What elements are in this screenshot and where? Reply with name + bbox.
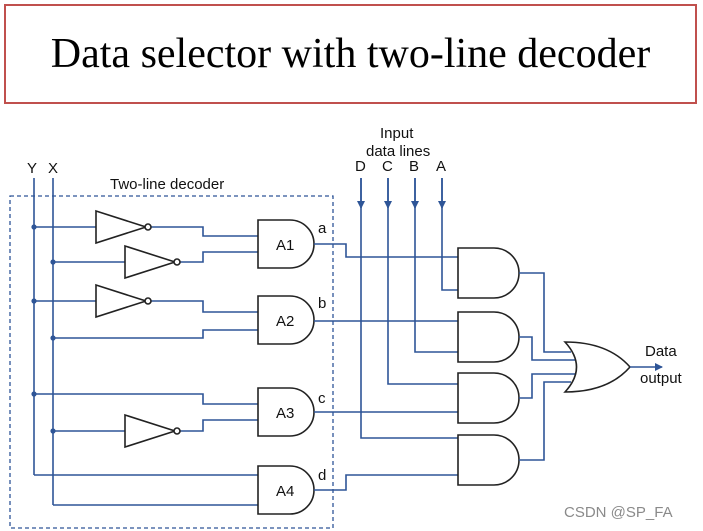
wire-inv3-a2 — [150, 300, 258, 313]
input-label-y: Y — [27, 160, 37, 177]
and-gate-select-2 — [457, 311, 520, 363]
junction-dot — [50, 428, 56, 434]
watermark: CSDN @SP_FA — [564, 504, 673, 521]
data-line-label-c: C — [382, 158, 393, 175]
and-gate-select-4 — [457, 434, 520, 486]
decoder-output-label-d: d — [318, 467, 326, 484]
wire-inv4-a3 — [180, 419, 258, 432]
data-line-b — [414, 178, 458, 353]
data-line-c — [387, 178, 458, 385]
title-box: Data selector with two-line decoder — [4, 4, 697, 104]
wire-d-g4 — [314, 474, 458, 491]
output-label-top: Data — [645, 343, 677, 360]
and-gate-a1 — [257, 219, 315, 269]
gate-label-a2: A2 — [276, 313, 294, 330]
wire-inv1-a1 — [150, 226, 258, 237]
data-line-label-a: A — [436, 158, 446, 175]
data-line-label-d: D — [355, 158, 366, 175]
data-lines-label-bottom: data lines — [366, 143, 430, 160]
data-line-label-b: B — [409, 158, 419, 175]
or-gate — [563, 341, 632, 393]
inverter-gate — [124, 413, 181, 449]
decoder-label: Two-line decoder — [110, 176, 224, 193]
gate-label-a1: A1 — [276, 237, 294, 254]
wire-x-a2 — [53, 329, 258, 339]
data-line-a — [441, 178, 458, 291]
output-label-bottom: output — [640, 370, 683, 387]
decoder-output-label-a: a — [318, 220, 327, 237]
data-lines-label-top: Input — [380, 125, 414, 142]
and-gate-select-3 — [457, 372, 520, 424]
diagram-title: Data selector with two-line decoder — [50, 31, 651, 77]
inverter-gate — [95, 209, 152, 245]
data-line-d — [360, 178, 458, 439]
junction-dot — [50, 259, 56, 265]
decoder-output-label-b: b — [318, 295, 326, 312]
gate-label-a4: A4 — [276, 483, 294, 500]
and-gate-a3 — [257, 387, 315, 437]
input-label-x: X — [48, 160, 58, 177]
wire-g3-or — [519, 373, 575, 399]
inverter-gate — [124, 244, 181, 280]
wire-y-a3 — [34, 393, 258, 405]
gate-label-a3: A3 — [276, 405, 294, 422]
junction-dot — [31, 391, 37, 397]
decoder-box — [9, 195, 334, 529]
and-gate-a4 — [257, 465, 315, 515]
junction-dot — [31, 298, 37, 304]
wire-a-g1 — [314, 243, 458, 258]
and-gate-select-1 — [457, 247, 520, 299]
inverter-gate — [95, 283, 152, 319]
and-gate-a2 — [257, 295, 315, 345]
decoder-output-label-c: c — [318, 390, 326, 407]
junction-dot — [50, 335, 56, 341]
wire-inv2-a1 — [180, 251, 258, 263]
wire-g1-or — [519, 272, 571, 353]
junction-dot — [31, 224, 37, 230]
wire-g2-or — [519, 336, 575, 361]
wire-g4-or — [519, 381, 571, 461]
